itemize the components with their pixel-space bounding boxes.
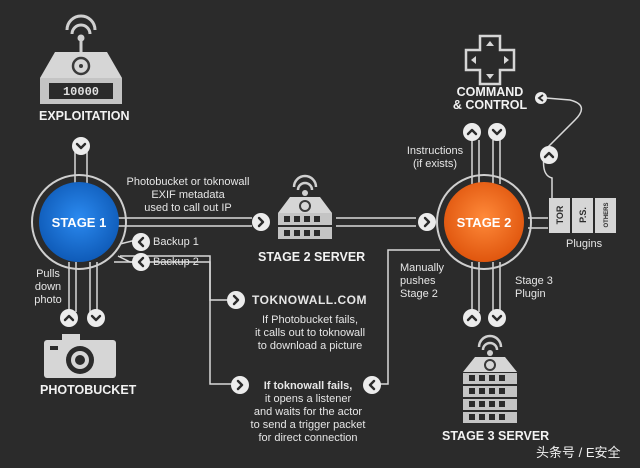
manually-pushes-note: Manually pushes Stage 2: [400, 262, 444, 301]
backup1-label: Backup 1: [153, 236, 199, 248]
camera-icon: [44, 334, 116, 378]
photobucket-fails-line: to download a picture: [257, 340, 363, 352]
cnc-arrow-chevron: [537, 94, 544, 102]
instructions-line: (if exists): [413, 158, 457, 170]
photobucket-fails-line: it calls out to toknowall: [254, 327, 366, 339]
chevron-down-icon: [70, 135, 92, 157]
chevron-down-icon: [85, 307, 107, 329]
backup2-label: Backup 2: [153, 256, 199, 268]
exploitation-device-icon: [40, 14, 122, 104]
toknowall-fails-line: to send a trigger packet: [250, 419, 366, 431]
manually-line: Manually: [400, 262, 445, 274]
plugin-ps-label: P.S.: [578, 207, 588, 223]
chevron-up-icon: [58, 307, 80, 329]
stage1-orb: [39, 182, 119, 262]
pulls-line: down: [34, 281, 62, 293]
chevron-down-icon: [486, 307, 508, 329]
pulls-line: photo: [34, 294, 62, 306]
command-control-icon: [464, 34, 516, 86]
connection-lines: [68, 97, 583, 385]
stage3-server-title: STAGE 3 SERVER: [442, 429, 550, 443]
toknowall-domain: TOKNOWALL.COM: [252, 293, 367, 307]
command-control-line1: COMMAND: [456, 85, 524, 99]
toknowall-fails-line: it opens a listener: [264, 393, 352, 405]
exif-line: used to call out IP: [144, 202, 232, 214]
stage2-label: STAGE 2: [457, 215, 512, 230]
toknowall-fails-note: If toknowall fails, it opens a listener …: [244, 380, 372, 445]
exif-line: Photobucket or toknowall: [126, 176, 250, 188]
photobucket-fails-note: If Photobucket fails, it calls out to to…: [240, 314, 380, 353]
stage3-plugin-line: Stage 3: [515, 275, 553, 287]
chevron-right-icon: [416, 211, 438, 233]
toknowall-fails-title: If toknowall fails,: [263, 380, 353, 392]
exif-line: EXIF metadata: [151, 189, 225, 201]
pulls-line: Pulls: [36, 268, 60, 280]
chevron-up-icon: [461, 121, 483, 143]
toknowall-fails-line: for direct connection: [258, 432, 358, 444]
stage1-label: STAGE 1: [52, 215, 107, 230]
manually-line: Stage 2: [400, 288, 438, 300]
stage3-plugin-line: Plugin: [515, 288, 546, 300]
cnc-arrow-icon: [535, 92, 547, 104]
chevron-left-icon: [130, 251, 152, 273]
plugins-boxes: [549, 198, 616, 233]
pulls-photo-note: Pulls down photo: [28, 268, 68, 307]
exploitation-title: EXPLOITATION: [39, 109, 130, 123]
stage3-plugin-note: Stage 3 Plugin: [515, 275, 553, 301]
chevron-right-icon: [250, 211, 272, 233]
plugins-label: Plugins: [566, 238, 603, 250]
stage2-ring: [436, 174, 532, 270]
chevron-up-icon: [461, 307, 483, 329]
chevron-left-icon: [130, 231, 152, 253]
command-control-line2: & CONTROL: [452, 98, 528, 112]
exploitation-counter: 10000: [63, 85, 99, 99]
instructions-note: Instructions (if exists): [402, 145, 468, 171]
watermark: 头条号 / E安全: [536, 445, 621, 460]
plugin-others-label: OTHERS: [604, 202, 610, 227]
instructions-line: Instructions: [406, 145, 464, 157]
chevron-up-icon: [538, 144, 560, 166]
manually-line: pushes: [400, 275, 436, 287]
plugin-tor-label: TOR: [555, 205, 565, 224]
stage2-orb: [444, 182, 524, 262]
photobucket-fails-line: If Photobucket fails,: [262, 314, 358, 326]
command-control-title: COMMAND & CONTROL: [448, 86, 532, 112]
stage1-ring: [31, 174, 127, 270]
stage3-server-icon: [463, 334, 517, 423]
photobucket-title: PHOTOBUCKET: [40, 383, 137, 397]
chevron-right-icon: [225, 289, 247, 311]
chevron-down-icon: [486, 121, 508, 143]
toknowall-fails-line: and waits for the actor: [253, 406, 363, 418]
stage2-server-icon: [278, 174, 332, 239]
exif-note: Photobucket or toknowall EXIF metadata u…: [118, 176, 258, 215]
stage2-server-title: STAGE 2 SERVER: [258, 250, 366, 264]
